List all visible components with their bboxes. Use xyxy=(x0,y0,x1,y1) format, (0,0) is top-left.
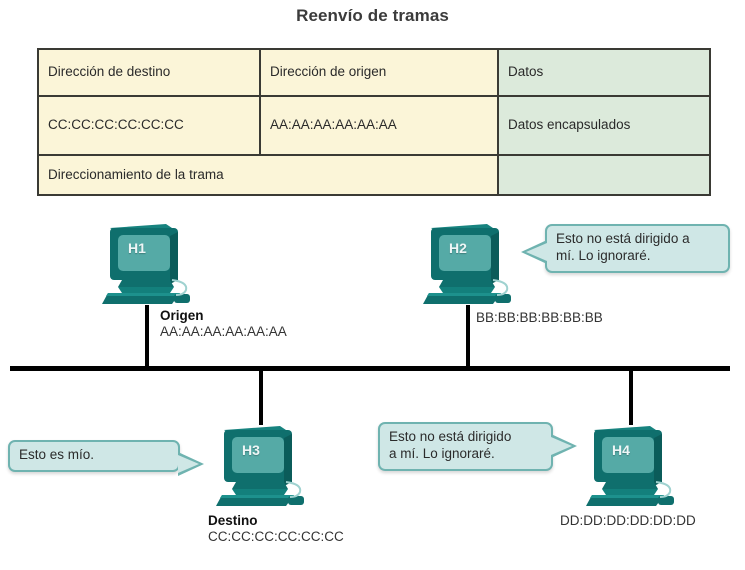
network-bus-line xyxy=(10,366,730,371)
frame-structure-table: Dirección de destino Dirección de origen… xyxy=(37,48,711,196)
cell-encapsulated-data-value: Datos encapsulados xyxy=(497,95,711,156)
table-row-values: CC:CC:CC:CC:CC:CC AA:AA:AA:AA:AA:AA Dato… xyxy=(37,95,711,156)
speech-bubble-h2: Esto no está dirigido a mí. Lo ignoraré. xyxy=(521,224,730,273)
link-line-h4 xyxy=(629,369,633,425)
host-info-h2: BB:BB:BB:BB:BB:BB xyxy=(476,310,603,326)
desktop-computer-icon xyxy=(102,224,190,304)
page-title: Reenvío de tramas xyxy=(296,6,449,25)
host-info-h3: Destino CC:CC:CC:CC:CC:CC xyxy=(208,513,344,545)
link-line-h2 xyxy=(466,305,470,368)
host-mac-h3: CC:CC:CC:CC:CC:CC xyxy=(208,528,344,544)
cell-src-mac-value: AA:AA:AA:AA:AA:AA xyxy=(259,95,499,156)
host-info-h1: Origen AA:AA:AA:AA:AA:AA xyxy=(160,308,287,340)
cell-dest-address-header: Dirección de destino xyxy=(37,48,261,97)
host-role-h3: Destino xyxy=(208,513,258,528)
computer-icon-h3 xyxy=(214,424,310,508)
link-line-h3 xyxy=(259,369,263,425)
speech-bubble-h3: Esto es mío. xyxy=(8,440,204,476)
cell-data-header: Datos xyxy=(497,48,711,97)
desktop-computer-icon xyxy=(216,426,304,506)
computer-icon-h2 xyxy=(421,222,517,306)
speech-bubble-h4: Esto no está dirigido a mí. Lo ignoraré. xyxy=(378,422,577,471)
cell-footer-empty xyxy=(497,154,711,196)
host-role-h1: Origen xyxy=(160,308,204,323)
host-mac-h4: DD:DD:DD:DD:DD:DD xyxy=(560,513,696,528)
cell-frame-addressing-label: Direccionamiento de la trama xyxy=(37,154,499,196)
cell-dest-mac-value: CC:CC:CC:CC:CC:CC xyxy=(37,95,261,156)
table-row-header: Dirección de destino Dirección de origen… xyxy=(37,48,711,97)
cell-src-address-header: Dirección de origen xyxy=(259,48,499,97)
host-mac-h1: AA:AA:AA:AA:AA:AA xyxy=(160,323,287,339)
desktop-computer-icon xyxy=(586,426,674,506)
computer-icon-h4 xyxy=(584,424,680,508)
host-mac-h2: BB:BB:BB:BB:BB:BB xyxy=(476,310,603,325)
host-info-h4: DD:DD:DD:DD:DD:DD xyxy=(560,513,696,529)
table-row-footer: Direccionamiento de la trama xyxy=(37,154,711,196)
desktop-computer-icon xyxy=(423,224,511,304)
link-line-h1 xyxy=(145,305,149,368)
computer-icon-h1 xyxy=(100,222,196,306)
